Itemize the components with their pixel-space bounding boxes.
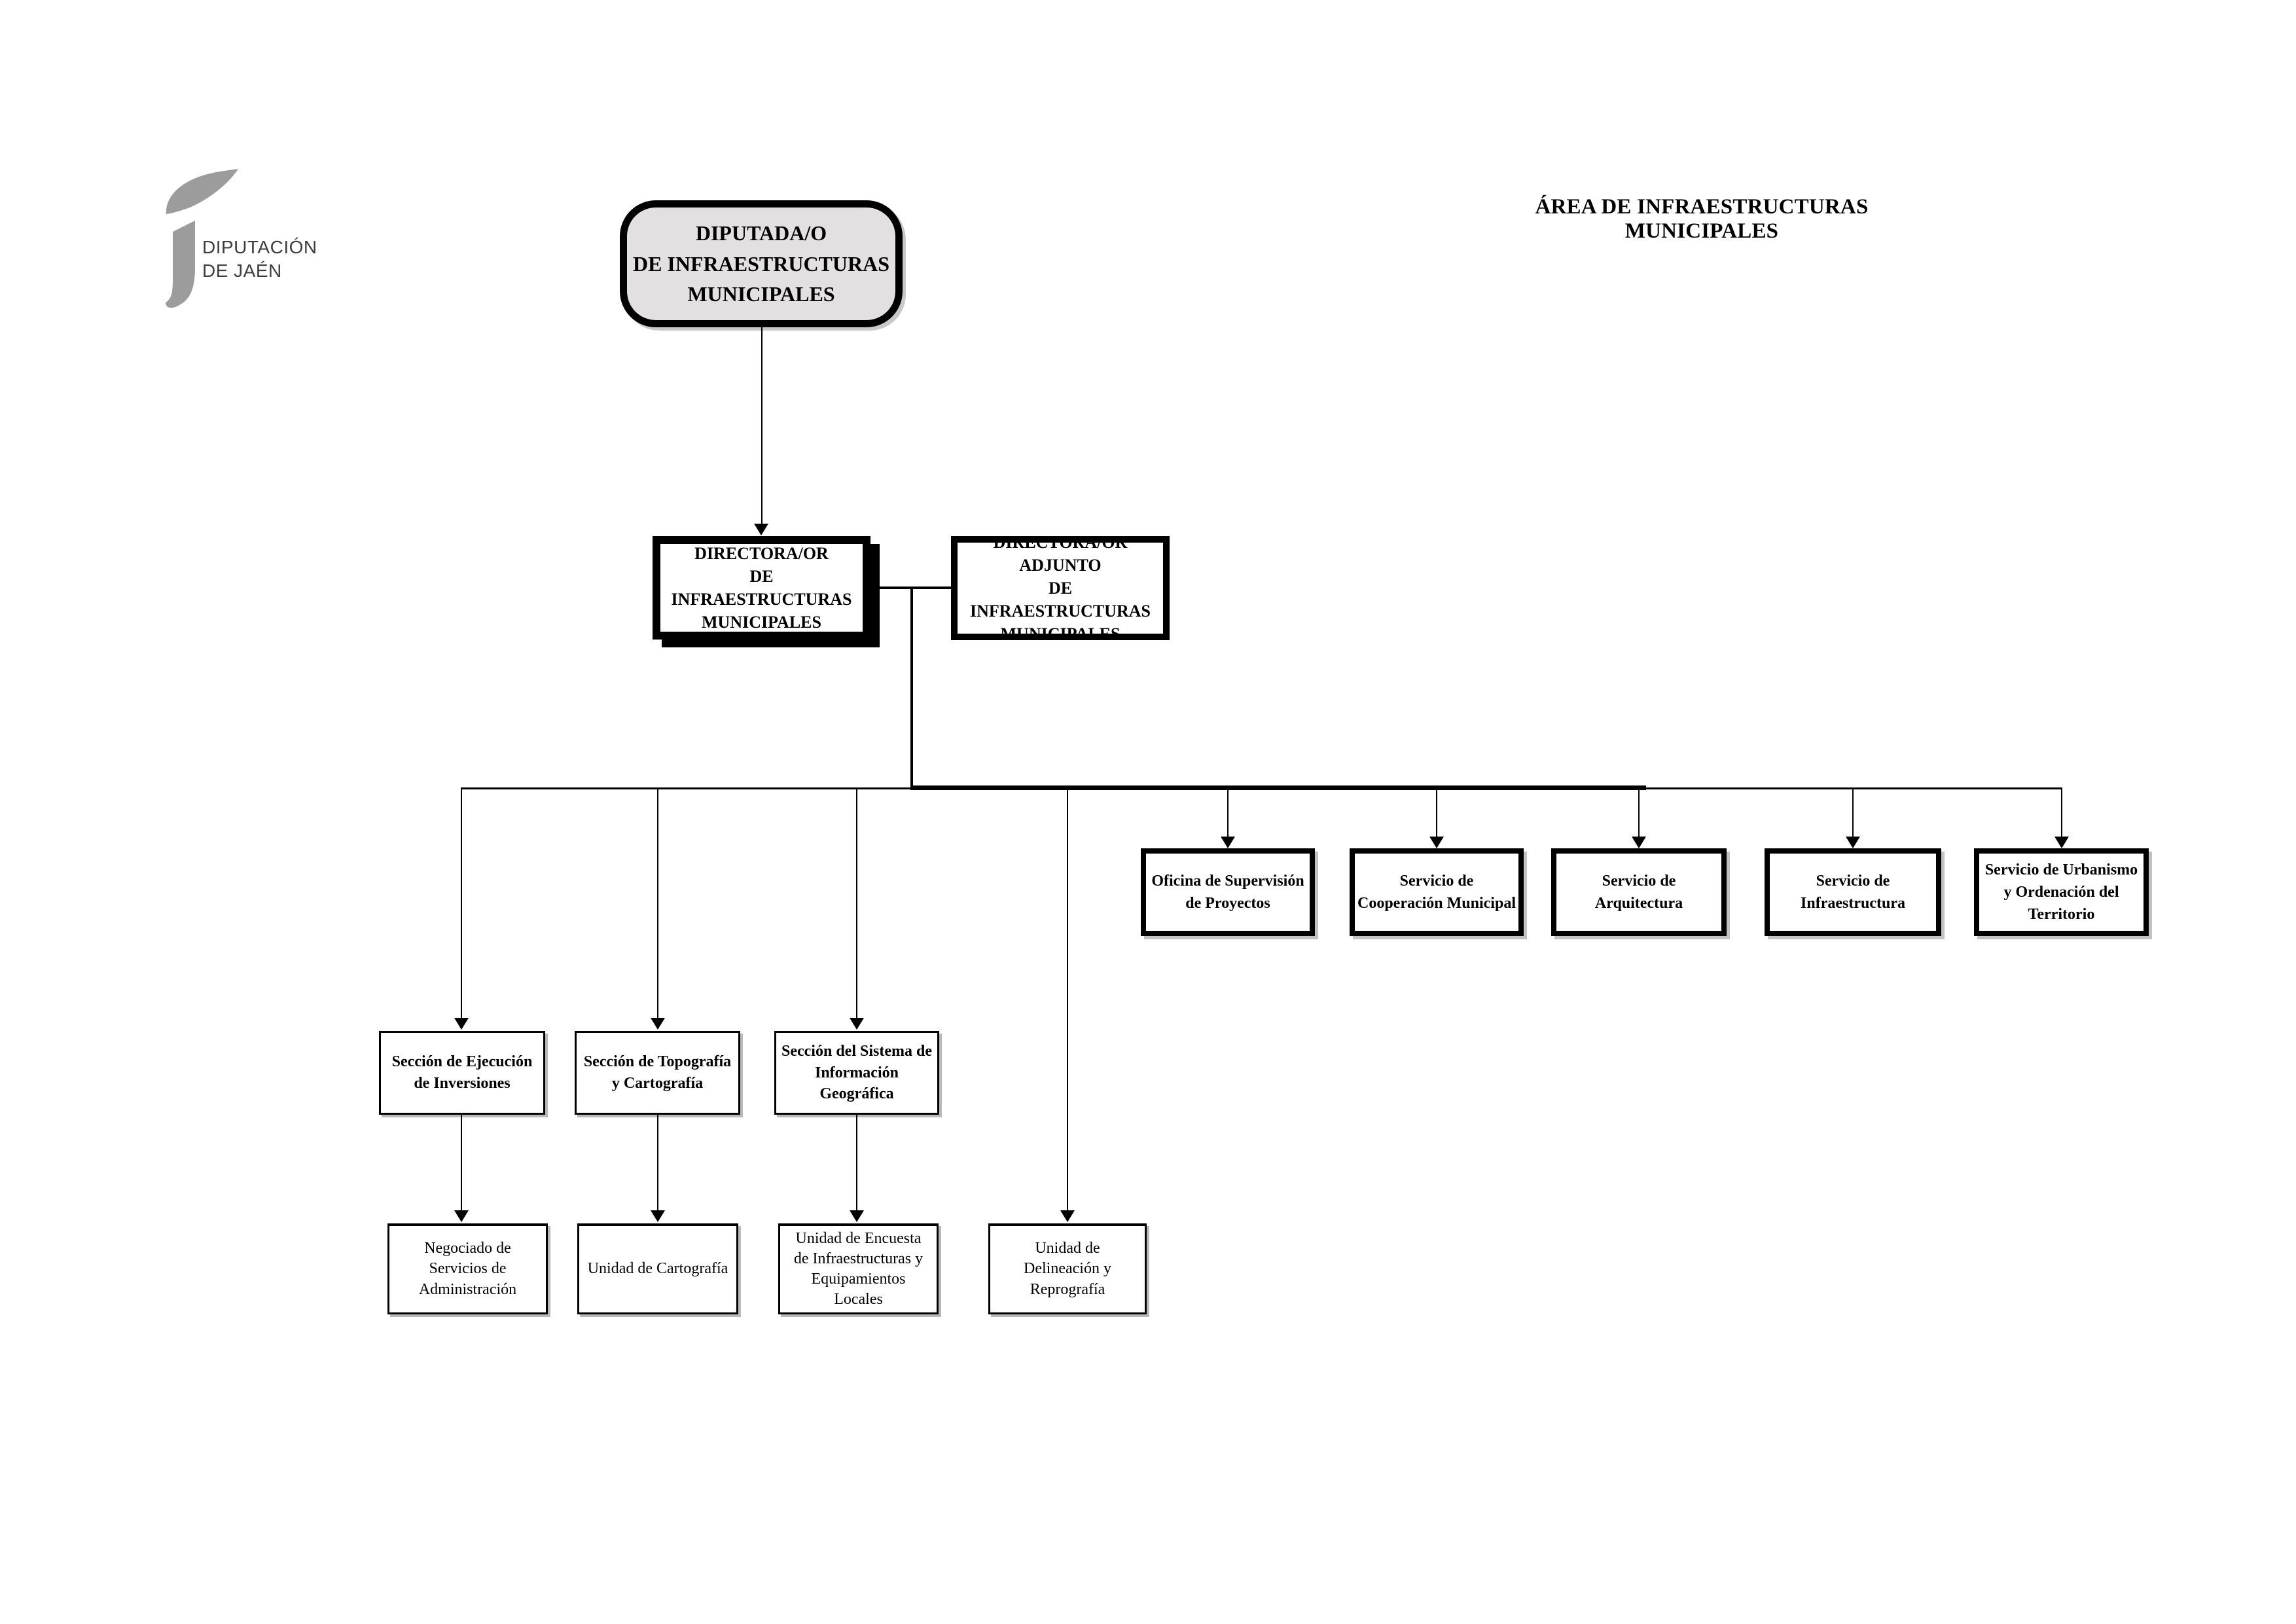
node-directora: DIRECTORA/OR DE INFRAESTRUCTURAS MUNICIP…	[653, 536, 870, 640]
arrow-into-seccion-ejecucion-icon	[454, 1018, 469, 1030]
arrow-into-servicio-urbanismo-icon	[2054, 837, 2069, 848]
arrow-into-oficina-supervision-icon	[1221, 837, 1235, 848]
node-seccion-ejecucion-inversiones: Sección de Ejecución de Inversiones	[379, 1031, 545, 1115]
page-title: ÁREA DE INFRAESTRUCTURAS MUNICIPALES	[1535, 195, 1869, 243]
arrow-into-unidad-encuesta-icon	[850, 1210, 864, 1222]
connector-seccion-to-unidad-encuesta	[856, 1115, 857, 1210]
node-servicio-cooperacion-municipal: Servicio de Cooperación Municipal	[1350, 848, 1524, 936]
leaf-j-logo-icon	[166, 169, 238, 308]
connector-root-to-director	[761, 327, 762, 525]
node-servicio-infraestructura: Servicio de Infraestructura	[1765, 848, 1941, 936]
arrow-into-servicio-cooperacion-icon	[1429, 837, 1444, 848]
node-seccion-sistema-informacion-geografica: Sección del Sistema de Información Geogr…	[774, 1031, 939, 1115]
connector-branch-unidad-delineacion	[1067, 787, 1068, 1210]
node-directora-adjunto: DIRECTORA/OR ADJUNTO DE INFRAESTRUCTURAS…	[951, 533, 1170, 643]
connector-director-deputy	[870, 586, 951, 589]
connector-branch-servicio-cooperacion	[1436, 789, 1437, 837]
arrow-into-servicio-infraestructura-icon	[1846, 837, 1860, 848]
node-servicio-urbanismo-ordenacion: Servicio de Urbanismo y Ordenación del T…	[1974, 848, 2149, 936]
connector-branch-seccion-sig	[856, 787, 857, 1018]
brand-name-line2: DE JAÉN	[202, 260, 282, 281]
connector-branch-seccion-topografia	[657, 787, 658, 1018]
connector-branch-seccion-ejecucion	[461, 787, 462, 1018]
arrow-into-servicio-arquitectura-icon	[1632, 837, 1646, 848]
connector-branch-servicio-arquitectura	[1638, 789, 1640, 837]
node-unidad-encuesta-infraestructuras: Unidad de Encuesta de Infraestructuras y…	[778, 1223, 939, 1314]
connector-director-down	[910, 589, 913, 787]
connector-branch-servicio-infraestructura	[1852, 789, 1854, 837]
arrow-into-director-icon	[754, 524, 768, 535]
connector-seccion-to-negociado	[461, 1115, 462, 1210]
connector-distribution-line-thick	[910, 785, 1646, 790]
node-oficina-supervision-proyectos: Oficina de Supervisión de Proyectos	[1141, 848, 1315, 936]
connector-seccion-to-unidad-cartografia	[657, 1115, 658, 1210]
arrow-into-unidad-cartografia-icon	[651, 1210, 665, 1222]
connector-branch-oficina-supervision	[1227, 789, 1229, 837]
arrow-into-negociado-icon	[454, 1210, 469, 1222]
arrow-into-seccion-sig-icon	[850, 1018, 864, 1030]
node-unidad-delineacion-reprografia: Unidad de Delineación y Reprografía	[988, 1223, 1147, 1314]
brand-name-line1: DIPUTACIÓN	[202, 237, 317, 257]
arrow-into-unidad-delineacion-icon	[1060, 1210, 1075, 1222]
node-negociado-servicios-administracion: Negociado de Servicios de Administración	[387, 1223, 548, 1314]
brand-name: DIPUTACIÓN DE JAÉN	[202, 236, 317, 282]
node-diputada: DIPUTADA/O DE INFRAESTRUCTURAS MUNICIPAL…	[620, 200, 903, 327]
node-servicio-arquitectura: Servicio de Arquitectura	[1551, 848, 1727, 936]
arrow-into-seccion-topografia-icon	[651, 1018, 665, 1030]
connector-branch-servicio-urbanismo	[2061, 789, 2062, 837]
node-seccion-topografia-cartografia: Sección de Topografía y Cartografía	[575, 1031, 740, 1115]
diputacion-jaen-logo	[164, 169, 241, 314]
node-unidad-cartografia: Unidad de Cartografía	[577, 1223, 738, 1314]
